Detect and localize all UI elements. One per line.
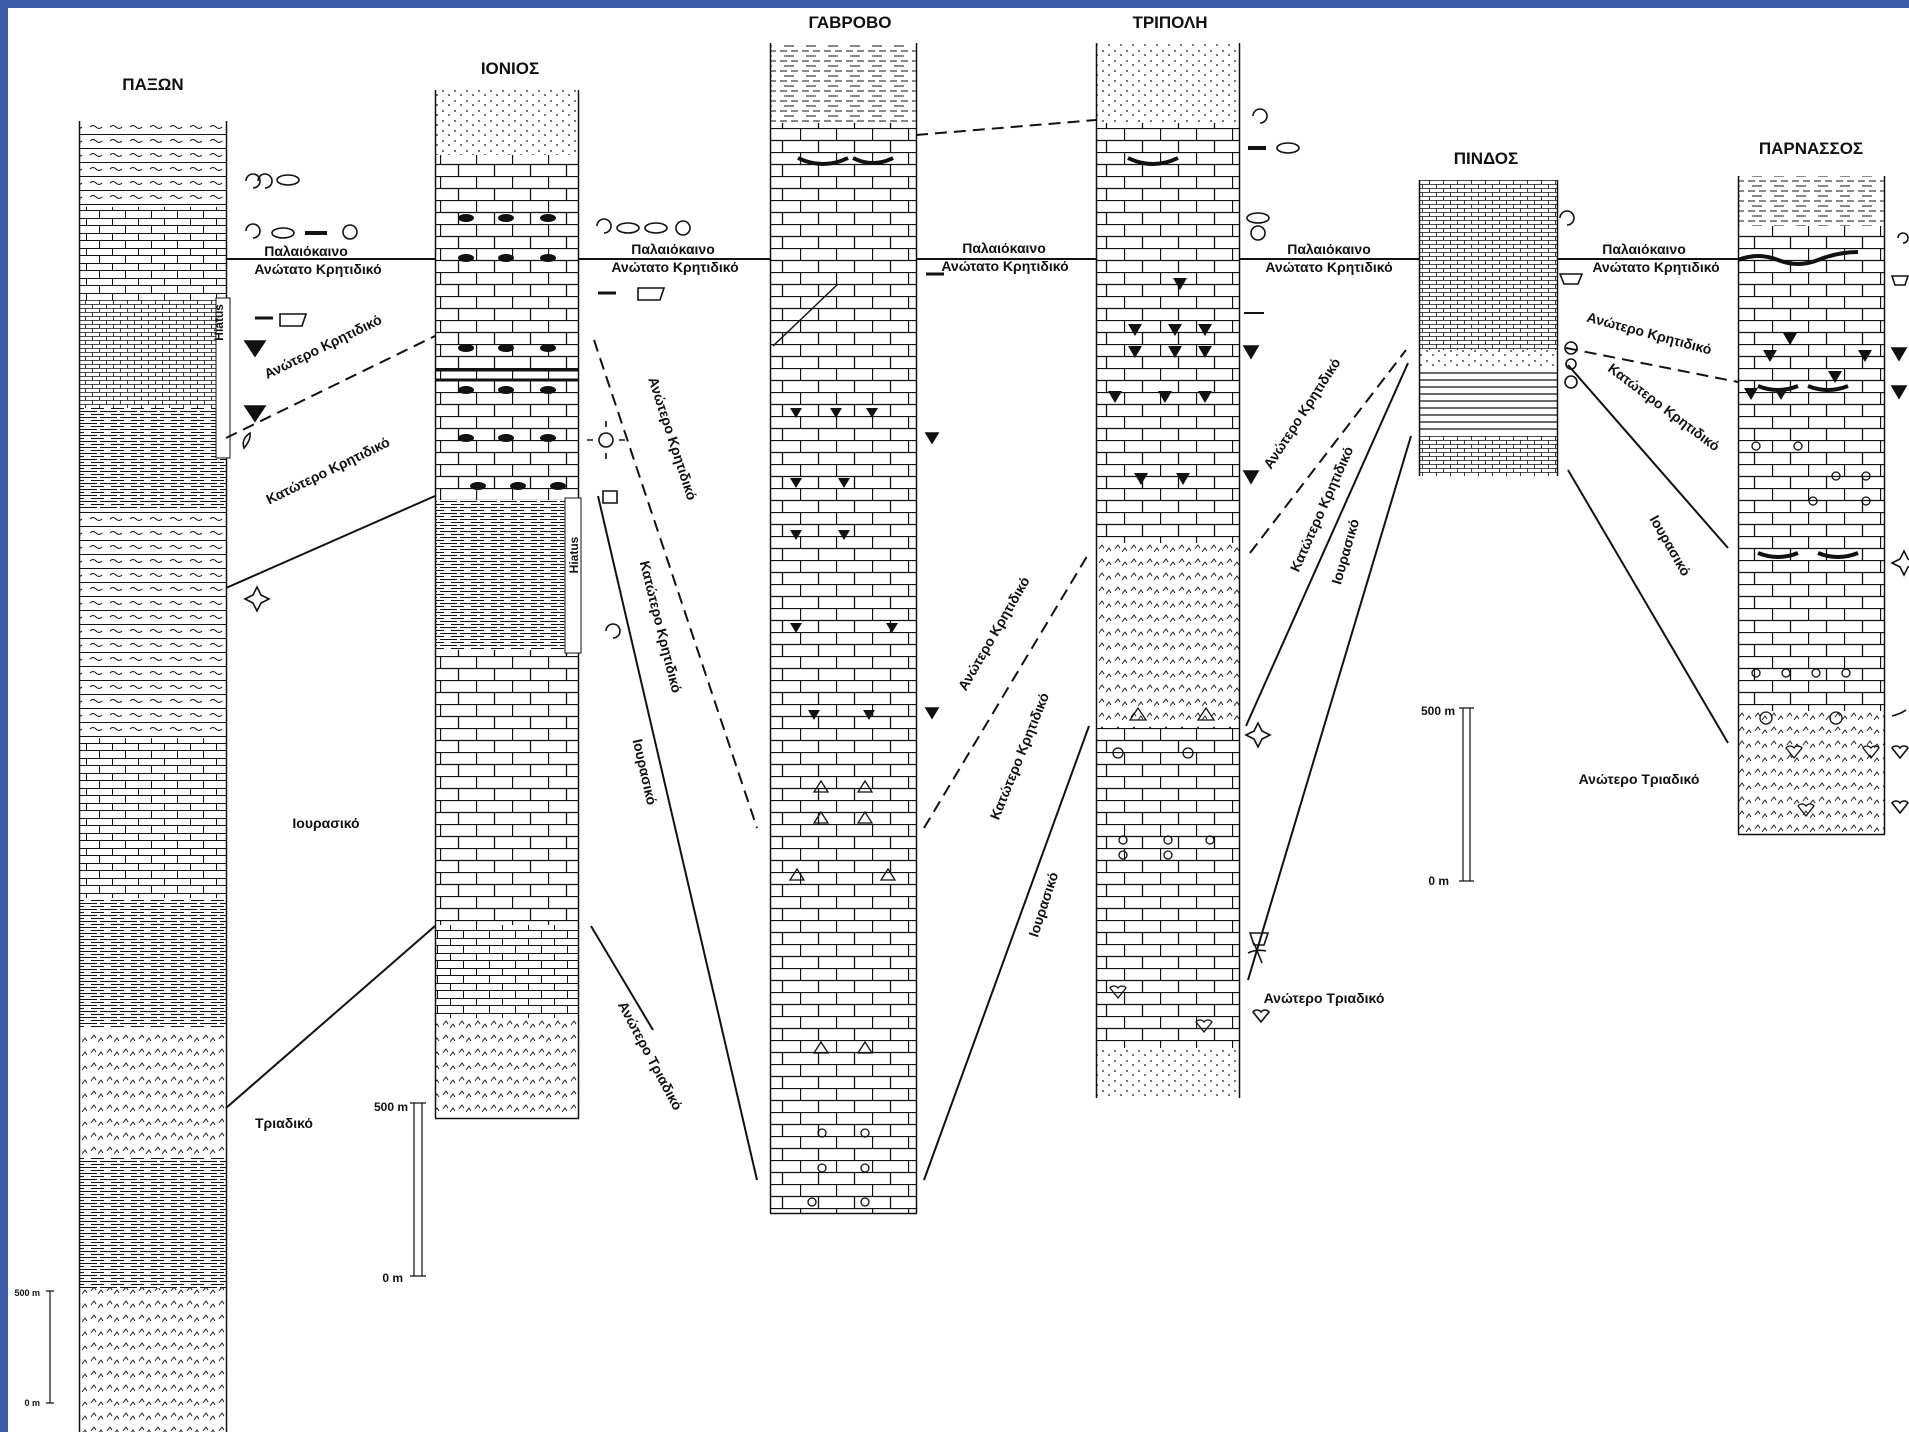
scale-right-bottom-label: 0 m — [1428, 874, 1449, 888]
column-tripoli — [1095, 43, 1241, 1098]
scale-bar-middle — [410, 1102, 426, 1277]
label-uppermost-cretaceous-3: Ανώτατο Κρητιδικό — [941, 258, 1068, 274]
label-upper-triassic-tripoli: Ανώτερο Τριαδικό — [1264, 990, 1385, 1006]
label-upper-cretaceous-tripoli: Ανώτερο Κρητιδικό — [1260, 355, 1343, 472]
label-uppermost-cretaceous-2: Ανώτατο Κρητιδικό — [611, 259, 738, 275]
scale-middle-bottom-label: 0 m — [382, 1271, 403, 1285]
scale-right-top-label: 500 m — [1421, 704, 1455, 718]
label-jurassic-pindos: Ιουρασικό — [1647, 512, 1694, 578]
label-jurassic-tripoli: Ιουρασικό — [1328, 517, 1362, 586]
label-uppermost-cretaceous-4: Ανώτατο Κρητιδικό — [1265, 259, 1392, 275]
column-paxon — [78, 121, 231, 1432]
scale-bar-left — [46, 1290, 54, 1404]
label-hiatus-ionios: Hiatus — [567, 536, 581, 573]
label-lower-cretaceous-gavrovo: Κατώτερο Κρητιδικό — [987, 690, 1053, 822]
label-lower-cretaceous-paxon: Κατώτερο Κρητιδικό — [263, 434, 392, 508]
column-title-parnassos: ΠΑΡΝΑΣΣΟΣ — [1759, 139, 1863, 158]
label-upper-cretaceous-pindos: Ανώτερο Κρητιδικό — [1585, 309, 1713, 358]
scale-middle-top-label: 500 m — [374, 1100, 408, 1114]
label-jurassic-gavrovo: Ιουρασικό — [1025, 870, 1061, 939]
label-paleocene-5: Παλαιόκαινο — [1602, 241, 1686, 257]
label-triassic-paxon: Τριαδικό — [255, 1115, 313, 1131]
label-lower-cretaceous-pindos: Κατώτερο Κρητιδικό — [1605, 360, 1723, 454]
label-hiatus-paxon: Hiatus — [212, 304, 226, 341]
label-upper-cretaceous-gavrovo: Ανώτερο Κρητιδικό — [955, 574, 1033, 693]
column-parnassos — [1737, 176, 1886, 836]
label-uppermost-cretaceous-1: Ανώτατο Κρητιδικό — [254, 261, 381, 277]
column-ionios — [434, 90, 582, 1120]
label-upper-triassic-ionios: Ανώτερο Τριαδικό — [615, 999, 686, 1113]
column-title-ionios: ΙΟΝΙΟΣ — [481, 59, 539, 78]
correlation-lines — [225, 119, 1739, 1181]
column-pindos — [1418, 180, 1559, 476]
label-upper-cretaceous-ionios: Ανώτερο Κρητιδικό — [645, 375, 700, 502]
scale-left-top-label: 500 m — [14, 1288, 40, 1298]
column-gavrovo — [769, 43, 918, 1215]
label-paleocene-1: Παλαιόκαινο — [264, 243, 348, 259]
label-paleocene-2: Παλαιόκαινο — [631, 241, 715, 257]
column-title-tripoli: ΤΡΙΠΟΛΗ — [1132, 13, 1207, 32]
scale-bar-right — [1459, 707, 1474, 882]
stratigraphic-correlation-diagram: ΠΑΞΩΝ ΙΟΝΙΟΣ ΓΑΒΡΟΒΟ ΤΡΙΠΟΛΗ ΠΙΝΔΟΣ ΠΑΡΝ… — [14, 13, 1909, 1432]
column-title-pindos: ΠΙΝΔΟΣ — [1454, 149, 1518, 168]
diagram-canvas: ΠΑΞΩΝ ΙΟΝΙΟΣ ΓΑΒΡΟΒΟ ΤΡΙΠΟΛΗ ΠΙΝΔΟΣ ΠΑΡΝ… — [8, 8, 1909, 1432]
label-paleocene-4: Παλαιόκαινο — [1287, 241, 1371, 257]
label-uppermost-cretaceous-5: Ανώτατο Κρητιδικό — [1592, 259, 1719, 275]
fossil-symbols — [242, 108, 1909, 1024]
column-title-gavrovo: ΓΑΒΡΟΒΟ — [809, 13, 892, 32]
label-lower-cretaceous-ionios: Κατώτερο Κρητιδικό — [637, 559, 685, 694]
column-title-paxon: ΠΑΞΩΝ — [122, 75, 183, 94]
label-upper-triassic-parnassos: Ανώτερο Τριαδικό — [1579, 771, 1700, 787]
label-paleocene-3: Παλαιόκαινο — [962, 240, 1046, 256]
scale-left-bottom-label: 0 m — [24, 1398, 40, 1408]
label-jurassic-paxon: Ιουρασικό — [292, 815, 359, 831]
